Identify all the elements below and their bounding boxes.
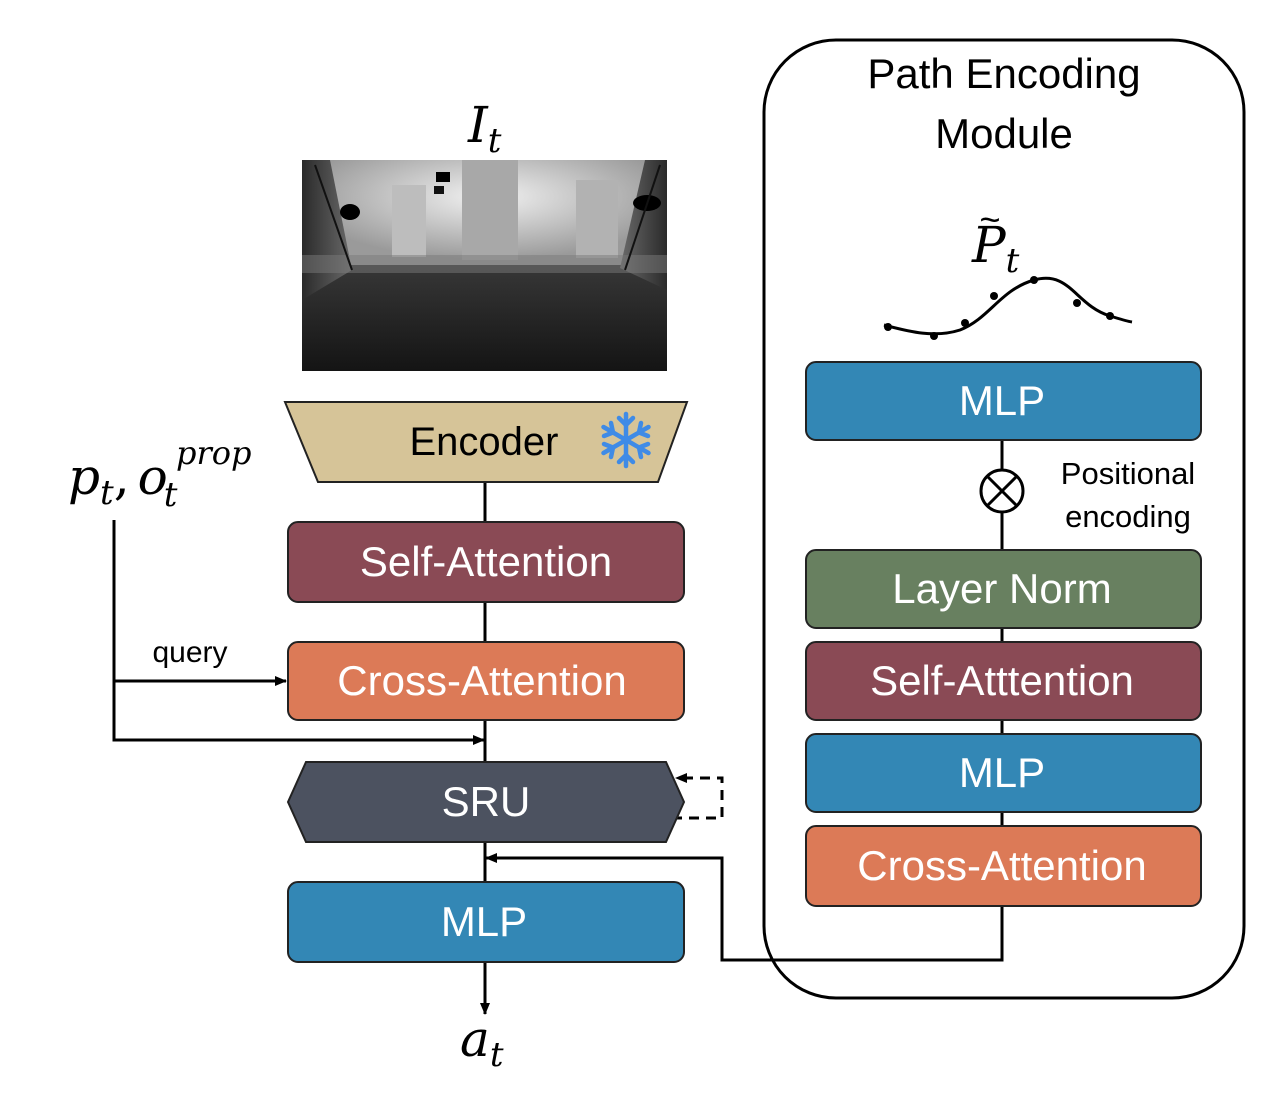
sru-label: SRU bbox=[442, 778, 531, 825]
layer-norm-block bbox=[805, 549, 1202, 629]
state-input-p: p bbox=[68, 448, 100, 506]
output-symbol: a bbox=[460, 1010, 490, 1068]
path-symbol: P bbox=[971, 216, 1007, 274]
path-cross-attention-block bbox=[805, 825, 1202, 907]
depth-image bbox=[302, 160, 667, 371]
path-self-attention-block bbox=[805, 641, 1202, 721]
path-feature-connector bbox=[485, 853, 1004, 962]
sru-recurrent-loop bbox=[672, 773, 724, 820]
path-curve bbox=[883, 276, 1133, 336]
state-input-o: o bbox=[138, 448, 168, 506]
path-mlp-mid-block bbox=[805, 733, 1202, 813]
path-mlp-top-label: MLP bbox=[959, 377, 1045, 424]
snowflake-icon bbox=[601, 411, 651, 469]
state-input-p-sub: t bbox=[100, 473, 114, 513]
mlp-label: MLP bbox=[441, 898, 527, 945]
path-module-title-line2: Module bbox=[935, 110, 1073, 157]
path-tilde: ~ bbox=[979, 199, 1000, 240]
path-symbol-label: Pt bbox=[971, 216, 1020, 281]
path-module-frame bbox=[762, 38, 1246, 1000]
state-input-sep: , bbox=[114, 448, 130, 506]
path-cross-attention-label: Cross-Attention bbox=[857, 842, 1146, 889]
path-waypoints bbox=[884, 276, 1114, 340]
state-input-o-sub: t bbox=[164, 475, 178, 515]
path-module-title-line1: Path Encoding bbox=[867, 50, 1140, 97]
path-subscript: t bbox=[1006, 241, 1020, 281]
path-mlp-top-block bbox=[805, 361, 1202, 441]
image-input-symbol: I bbox=[467, 96, 489, 154]
output-label: at bbox=[460, 1010, 504, 1075]
state-input-label: pt,otprop bbox=[68, 434, 252, 515]
output-subscript: t bbox=[490, 1035, 504, 1075]
path-mlp-mid-label: MLP bbox=[959, 749, 1045, 796]
query-label: query bbox=[152, 636, 227, 669]
cross-attention-label: Cross-Attention bbox=[337, 657, 626, 704]
layer-norm-label: Layer Norm bbox=[892, 565, 1111, 612]
image-input-label: It bbox=[467, 96, 502, 161]
state-input-o-sup: prop bbox=[176, 434, 252, 472]
cross-attention-block bbox=[287, 641, 685, 721]
encoder-label: Encoder bbox=[410, 420, 559, 464]
sru-block bbox=[286, 761, 686, 843]
state-input-connectors bbox=[112, 520, 485, 745]
positional-encoding-line1: Positional bbox=[1061, 456, 1195, 491]
positional-encoding-line2: encoding bbox=[1065, 499, 1191, 534]
self-attention-label: Self-Attention bbox=[360, 538, 612, 585]
image-input-subscript: t bbox=[488, 121, 502, 161]
mlp-block bbox=[287, 881, 685, 963]
path-self-attention-label: Self-Atttention bbox=[870, 657, 1134, 704]
encoder-block bbox=[283, 401, 689, 483]
circled-times-icon bbox=[979, 468, 1025, 514]
self-attention-block bbox=[287, 521, 685, 603]
